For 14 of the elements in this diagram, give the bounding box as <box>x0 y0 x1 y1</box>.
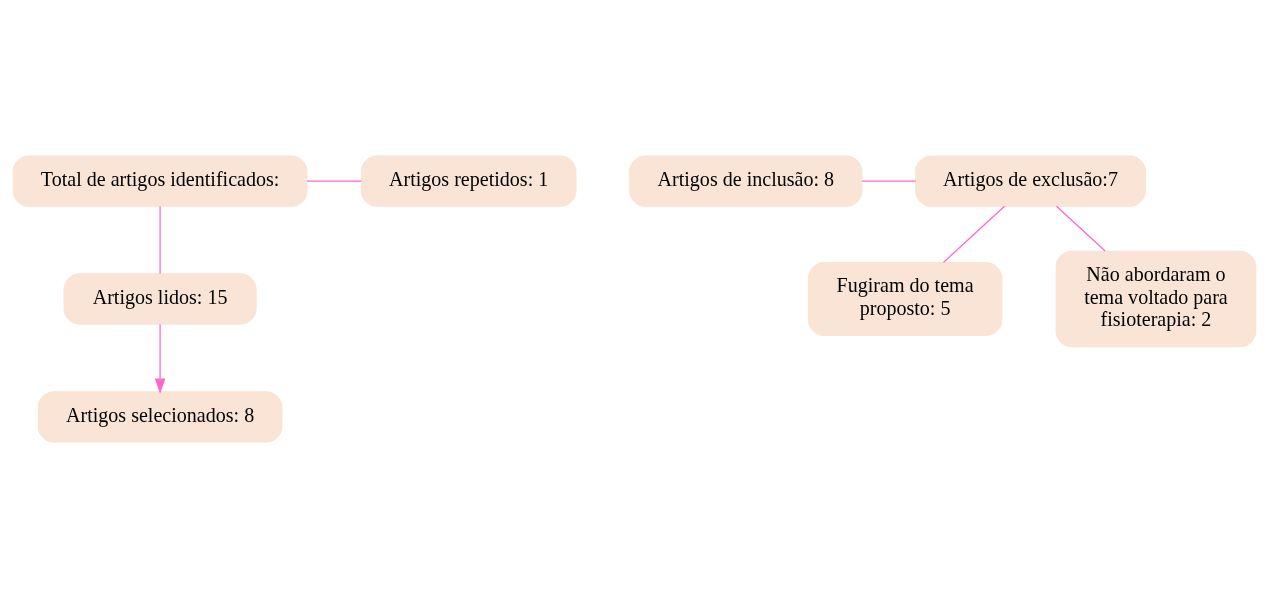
connector <box>1055 205 1106 252</box>
node-box: Não abordaram o tema voltado para fisioterapia: 2 <box>1055 250 1257 347</box>
node-box: Artigos lidos: 15 <box>63 272 257 325</box>
node-box: Total de artigos identificados: <box>12 154 308 207</box>
node-box: Artigos selecionados: 8 <box>37 390 283 443</box>
arrow <box>154 323 166 394</box>
connector <box>861 179 917 182</box>
node-box: Artigos repetidos: 1 <box>360 154 577 207</box>
connector <box>306 179 362 182</box>
node-box: Artigos de inclusão: 8 <box>629 154 863 207</box>
node-box: Artigos de exclusão:7 <box>915 154 1146 207</box>
connector <box>942 205 1006 263</box>
connector <box>159 205 161 274</box>
node-box: Fugiram do tema proposto: 5 <box>807 261 1003 336</box>
